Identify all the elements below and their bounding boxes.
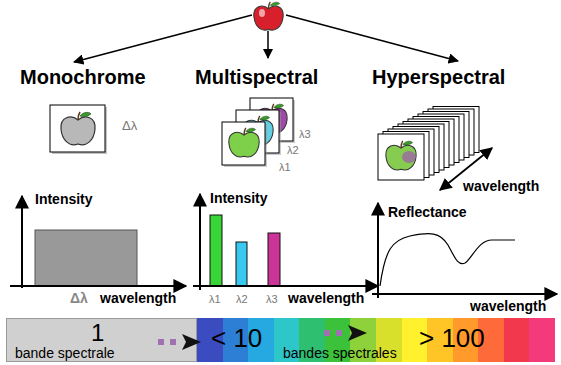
axis-title-wrap: Intensity — [35, 190, 93, 208]
column-heading-wrap: Multispectral — [195, 66, 318, 89]
axis-label-wrap: wavelength — [463, 177, 539, 195]
image-frame — [50, 105, 105, 152]
reflectance-curve — [380, 234, 515, 286]
band-bar — [268, 233, 280, 286]
band-bar — [236, 242, 247, 286]
band-label-wrap: λ1 — [209, 289, 221, 307]
band-bar — [210, 215, 222, 286]
band-label: λ1 — [279, 161, 291, 173]
axis-title-wrap: Reflectance — [388, 203, 467, 221]
band-label: λ2 — [236, 293, 248, 305]
band-label-wrap: λ2 — [236, 289, 248, 307]
node-text: < 10 — [211, 323, 262, 353]
band-label-wrap: λ2 — [287, 140, 299, 158]
band-width-label: Δλ — [122, 118, 137, 133]
band-label: λ3 — [299, 128, 311, 140]
band-width-label: Δλ — [70, 290, 88, 306]
node-text-wrap: bande spectrale — [15, 344, 115, 362]
band-label-wrap: λ3 — [266, 289, 278, 307]
column-heading-wrap: Hyperspectral — [372, 66, 505, 89]
spectrum-band: < 10 bandes spectrales > 100 — [197, 318, 555, 362]
column-heading-wrap: Monochrome — [20, 66, 146, 89]
band-width-label-wrap: Δλ — [70, 289, 88, 307]
column-heading: Hyperspectral — [372, 66, 505, 88]
band-label: λ1 — [209, 293, 221, 305]
single-band-box: 1bande spectrale — [6, 318, 197, 362]
image-frame — [222, 122, 265, 165]
axis-title-wrap: Intensity — [210, 189, 268, 207]
axis-label-wrap: wavelength — [470, 297, 546, 315]
axis-label-wrap: wavelength — [288, 289, 364, 307]
node-text-wrap: 1 — [91, 319, 104, 347]
node-text-wrap: > 100 — [419, 324, 485, 354]
column-heading: Multispectral — [195, 66, 318, 88]
node-text: > 100 — [419, 323, 485, 353]
band-label-wrap: λ1 — [279, 157, 291, 175]
image-stack — [378, 107, 479, 181]
band-label: λ3 — [266, 293, 278, 305]
node-text-wrap: < 10 — [211, 324, 262, 354]
axis-title: Reflectance — [388, 204, 467, 220]
band-bar — [35, 230, 137, 286]
node-text: 1 — [91, 319, 104, 346]
axis-label: wavelength — [100, 290, 176, 306]
axis-label: wavelength — [288, 290, 364, 306]
arrow — [286, 15, 458, 61]
axis-label: wavelength — [463, 178, 539, 194]
arrow — [267, 31, 269, 58]
axis-title: Intensity — [35, 191, 93, 207]
apple-icon — [254, 2, 283, 30]
axis-label-wrap: wavelength — [100, 289, 176, 307]
band-label-wrap: λ3 — [299, 124, 311, 142]
band-width-label-wrap: Δλ — [122, 116, 137, 134]
node-text: bande spectrale — [15, 345, 115, 361]
column-heading: Monochrome — [20, 66, 146, 88]
axis-title: Intensity — [210, 190, 268, 206]
axis-label: wavelength — [470, 298, 546, 314]
node-text-wrap: bandes spectrales — [283, 344, 397, 362]
node-text: bandes spectrales — [283, 345, 397, 361]
band-label: λ2 — [287, 144, 299, 156]
arrow — [74, 15, 252, 62]
